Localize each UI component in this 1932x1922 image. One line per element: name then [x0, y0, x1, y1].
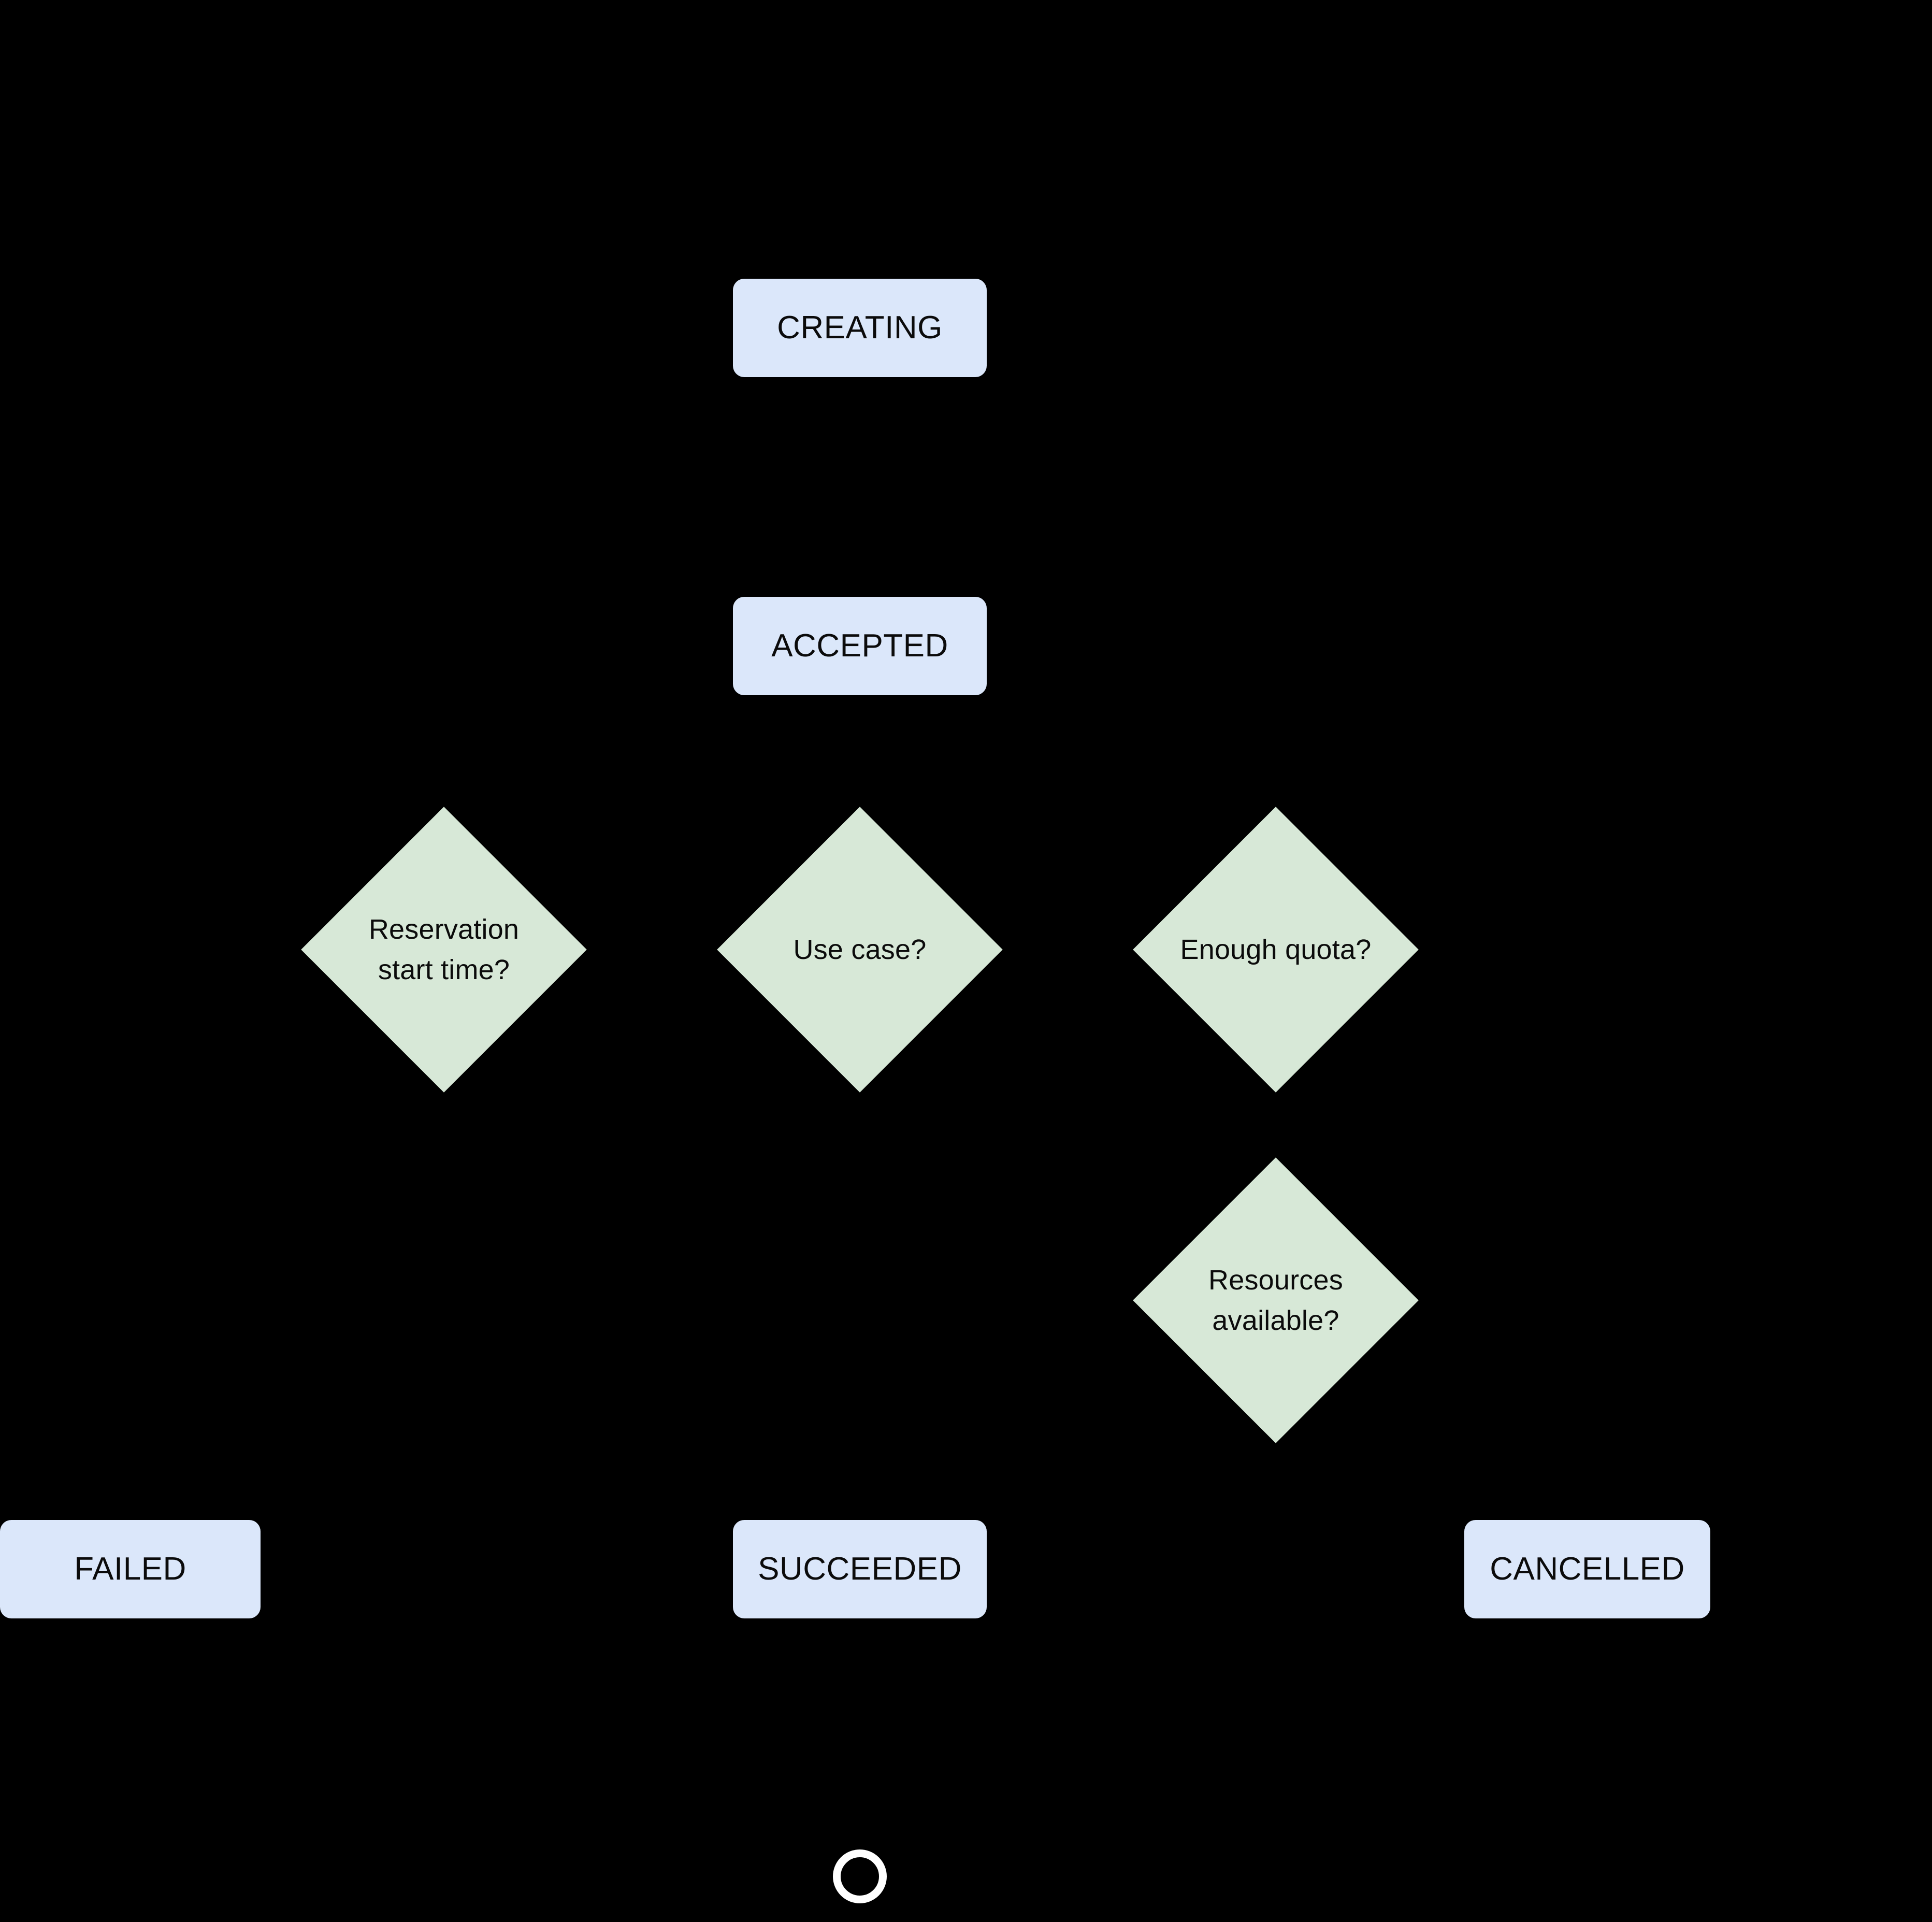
decision-node-reservation-start-time[interactable]: Reservation start time? — [301, 807, 587, 1093]
state-label-creating: CREATING — [777, 310, 943, 346]
state-node-succeeded[interactable]: SUCCEEDED — [733, 1520, 987, 1618]
state-label-accepted: ACCEPTED — [771, 628, 948, 664]
diamond-shape — [717, 807, 1003, 1093]
state-node-creating[interactable]: CREATING — [733, 279, 987, 377]
state-node-cancelled[interactable]: CANCELLED — [1464, 1520, 1710, 1618]
diamond-shape — [1133, 1157, 1419, 1443]
decision-node-resources-available[interactable]: Resources available? — [1133, 1157, 1419, 1443]
state-node-accepted[interactable]: ACCEPTED — [733, 597, 987, 695]
state-label-failed: FAILED — [74, 1551, 186, 1587]
diamond-shape — [301, 807, 587, 1093]
diamond-shape — [1133, 807, 1419, 1093]
decision-node-enough-quota[interactable]: Enough quota? — [1133, 807, 1419, 1093]
state-node-failed[interactable]: FAILED — [0, 1520, 261, 1618]
state-label-succeeded: SUCCEEDED — [758, 1551, 962, 1587]
terminal-end-node[interactable] — [833, 1849, 887, 1903]
decision-node-use-case[interactable]: Use case? — [717, 807, 1003, 1093]
state-label-cancelled: CANCELLED — [1490, 1551, 1685, 1587]
